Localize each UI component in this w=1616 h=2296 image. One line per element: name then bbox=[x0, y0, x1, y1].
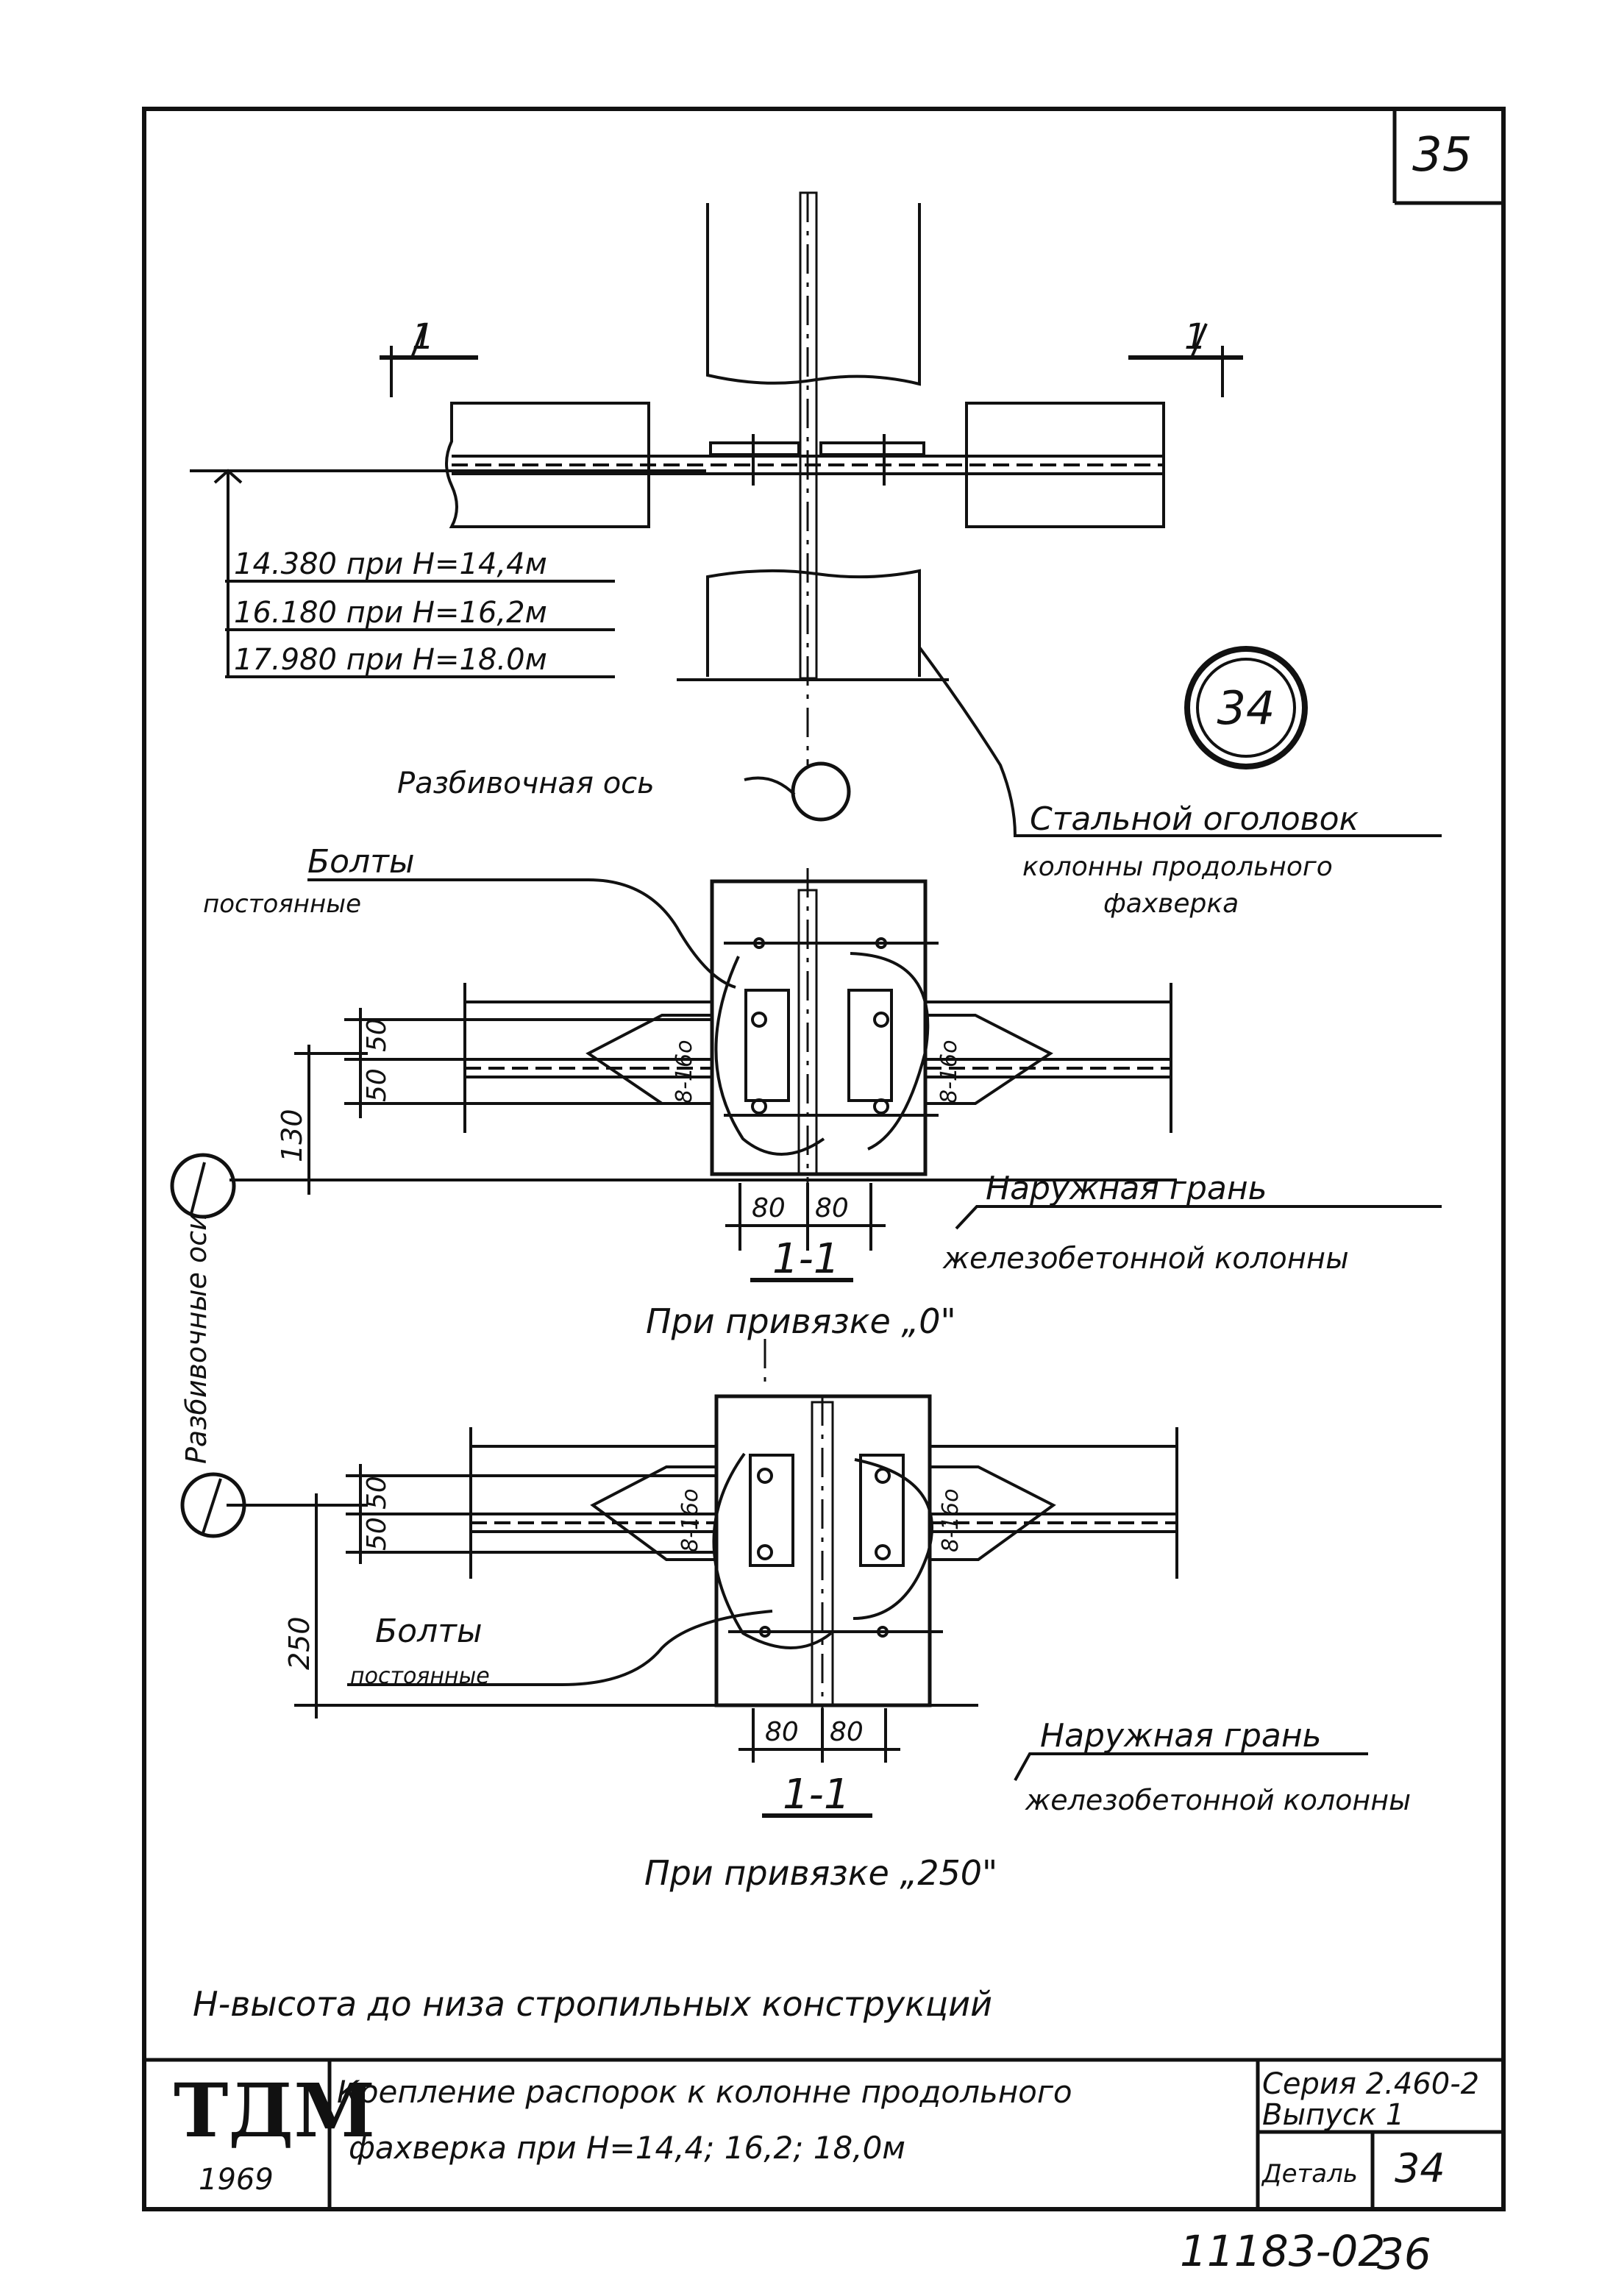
drawing-title-1: Крепление распорок к колонне продольного bbox=[337, 2074, 1072, 2110]
section-a-dim-80b: 80 bbox=[815, 1193, 849, 1223]
section-a-drawing bbox=[170, 868, 1442, 1282]
bolts-label-top-1: Болты bbox=[307, 843, 415, 881]
bolts-label-top-2: постоянные bbox=[203, 889, 361, 919]
steel-head-label-1: Стальной оголовок bbox=[1030, 800, 1359, 838]
series: Серия 2.460-2 bbox=[1262, 2067, 1479, 2101]
bottom-code: 11183-02 bbox=[1180, 2226, 1385, 2276]
section-a-subtitle: При привязке „0" bbox=[646, 1301, 956, 1341]
section-b-subtitle: При привязке „250" bbox=[644, 1853, 997, 1893]
section-a-dim-130: 130 bbox=[276, 1109, 308, 1162]
level-2: 16.180 при H=16,2м bbox=[234, 596, 547, 630]
node-marker bbox=[1184, 646, 1308, 770]
axes-side-label: Разбивочные оси bbox=[180, 1212, 213, 1464]
detail-label: Деталь bbox=[1261, 2159, 1358, 2189]
section-b-dim-50b: 50 bbox=[362, 1517, 392, 1551]
section-b-dim-80a: 80 bbox=[765, 1717, 799, 1747]
section-a-face-label-2: железобетонной колонны bbox=[942, 1242, 1349, 1276]
section-b-face-label-2: железобетонной колонны bbox=[1025, 1784, 1411, 1816]
section-a-title: 1-1 bbox=[772, 1235, 839, 1283]
section-b-bolt-left: 8-16о bbox=[677, 1489, 703, 1552]
year: 1969 bbox=[199, 2163, 274, 2197]
steel-head-label-3: фахверка bbox=[1103, 889, 1239, 919]
section-b-dim-250: 250 bbox=[283, 1616, 316, 1670]
section-mark-left: 1 bbox=[412, 316, 435, 358]
bottom-number: 36 bbox=[1377, 2229, 1431, 2279]
section-a-dim-50b: 50 bbox=[362, 1068, 392, 1102]
level-3: 17.980 при H=18.0м bbox=[234, 643, 547, 677]
bolts-label-bottom-2: постоянные bbox=[350, 1663, 490, 1689]
section-b-drawing bbox=[180, 1339, 1368, 1818]
section-b-face-label-1: Наружная грань bbox=[1040, 1717, 1322, 1755]
steel-head-label-2: колонны продольного bbox=[1022, 852, 1333, 882]
section-b-dim-80b: 80 bbox=[830, 1717, 864, 1747]
section-a-dim-50a: 50 bbox=[362, 1018, 392, 1052]
drawing-title-2: фахверка при H=14,4; 16,2; 18,0м bbox=[349, 2130, 905, 2166]
detail-value: 34 bbox=[1395, 2145, 1445, 2192]
sheet-frame bbox=[142, 107, 1506, 2211]
page-number: 35 bbox=[1412, 128, 1472, 182]
title-block bbox=[144, 2058, 1503, 2209]
section-a-bolt-left: 8-16о bbox=[672, 1040, 697, 1103]
section-a-bolt-right: 8-16о bbox=[936, 1040, 962, 1103]
section-a-dim-80a: 80 bbox=[752, 1193, 786, 1223]
node-label: 34 bbox=[1217, 681, 1275, 735]
axis-label-top: Разбивочная ось bbox=[397, 767, 655, 800]
level-1: 14.380 при H=14,4м bbox=[234, 547, 547, 581]
section-b-dim-50a: 50 bbox=[362, 1476, 392, 1510]
tdm-logo: ТДМ bbox=[174, 2067, 375, 2154]
section-b-title: 1-1 bbox=[783, 1771, 850, 1819]
plan-view bbox=[190, 191, 1442, 837]
issue: Выпуск 1 bbox=[1262, 2098, 1404, 2132]
section-a-face-label-1: Наружная грань bbox=[986, 1170, 1267, 1207]
section-mark-right: 1 bbox=[1184, 316, 1207, 358]
note: H-высота до низа стропильных конструкций bbox=[193, 1984, 992, 2024]
section-b-bolt-right: 8-16о bbox=[938, 1489, 964, 1552]
bolts-label-bottom-1: Болты bbox=[375, 1613, 483, 1650]
